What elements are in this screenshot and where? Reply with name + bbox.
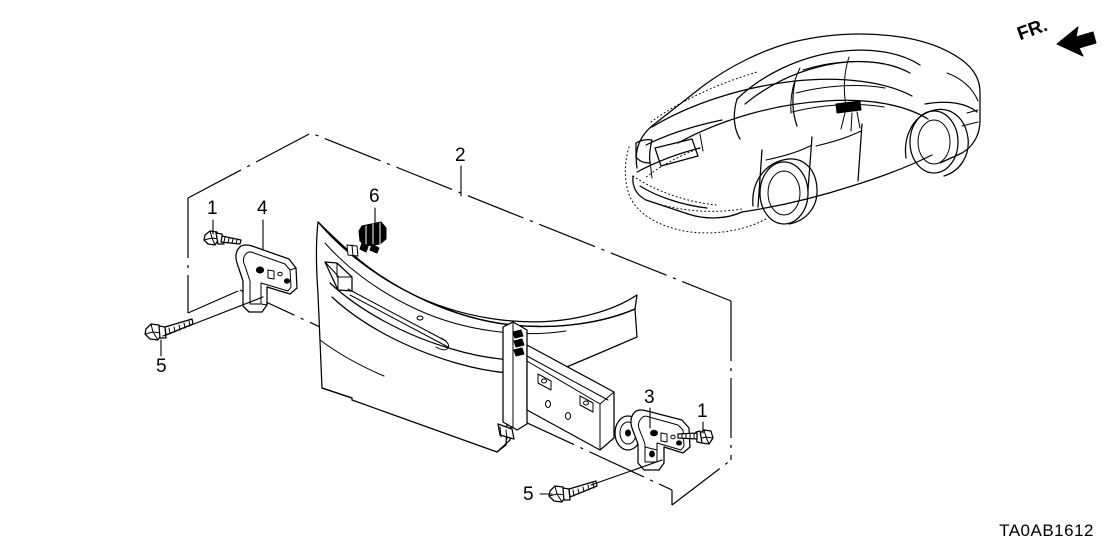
leader-lines	[160, 165, 704, 495]
wheel-front	[904, 108, 969, 177]
callout-1-right[interactable]: 1	[697, 401, 708, 422]
part-3-bracket-right	[630, 409, 691, 471]
drawing-number: TA0AB1612	[999, 521, 1094, 540]
garnish-bottom-tab	[497, 423, 515, 440]
callout-5-screw-right[interactable]: 5	[523, 484, 534, 505]
callout-5-screw-left[interactable]: 5	[156, 356, 167, 377]
part-4-bracket-left	[235, 244, 298, 313]
garnish-clip-tabs	[346, 244, 359, 257]
part-5-screw-right	[548, 480, 598, 503]
orientation-arrow-icon	[1056, 26, 1097, 57]
garnish-side-tabs	[512, 329, 525, 357]
callout-4-bracket-left[interactable]: 4	[257, 198, 268, 219]
part-1-flange-bolt-right	[677, 429, 714, 445]
callout-6-clip[interactable]: 6	[369, 186, 380, 207]
callout-2-garnish[interactable]: 2	[455, 145, 466, 166]
part-2-garnish-panel	[315, 221, 642, 453]
part-1-flange-bolt-left	[203, 230, 242, 246]
part-5-screw-left	[144, 318, 194, 341]
callout-3-bracket-right[interactable]: 3	[644, 387, 655, 408]
wheel-rear	[752, 158, 818, 225]
part-6-clip	[358, 221, 387, 254]
vehicle-illustration	[624, 33, 981, 234]
callout-1-left[interactable]: 1	[207, 198, 218, 219]
rail-bolt-bosses	[537, 373, 594, 420]
